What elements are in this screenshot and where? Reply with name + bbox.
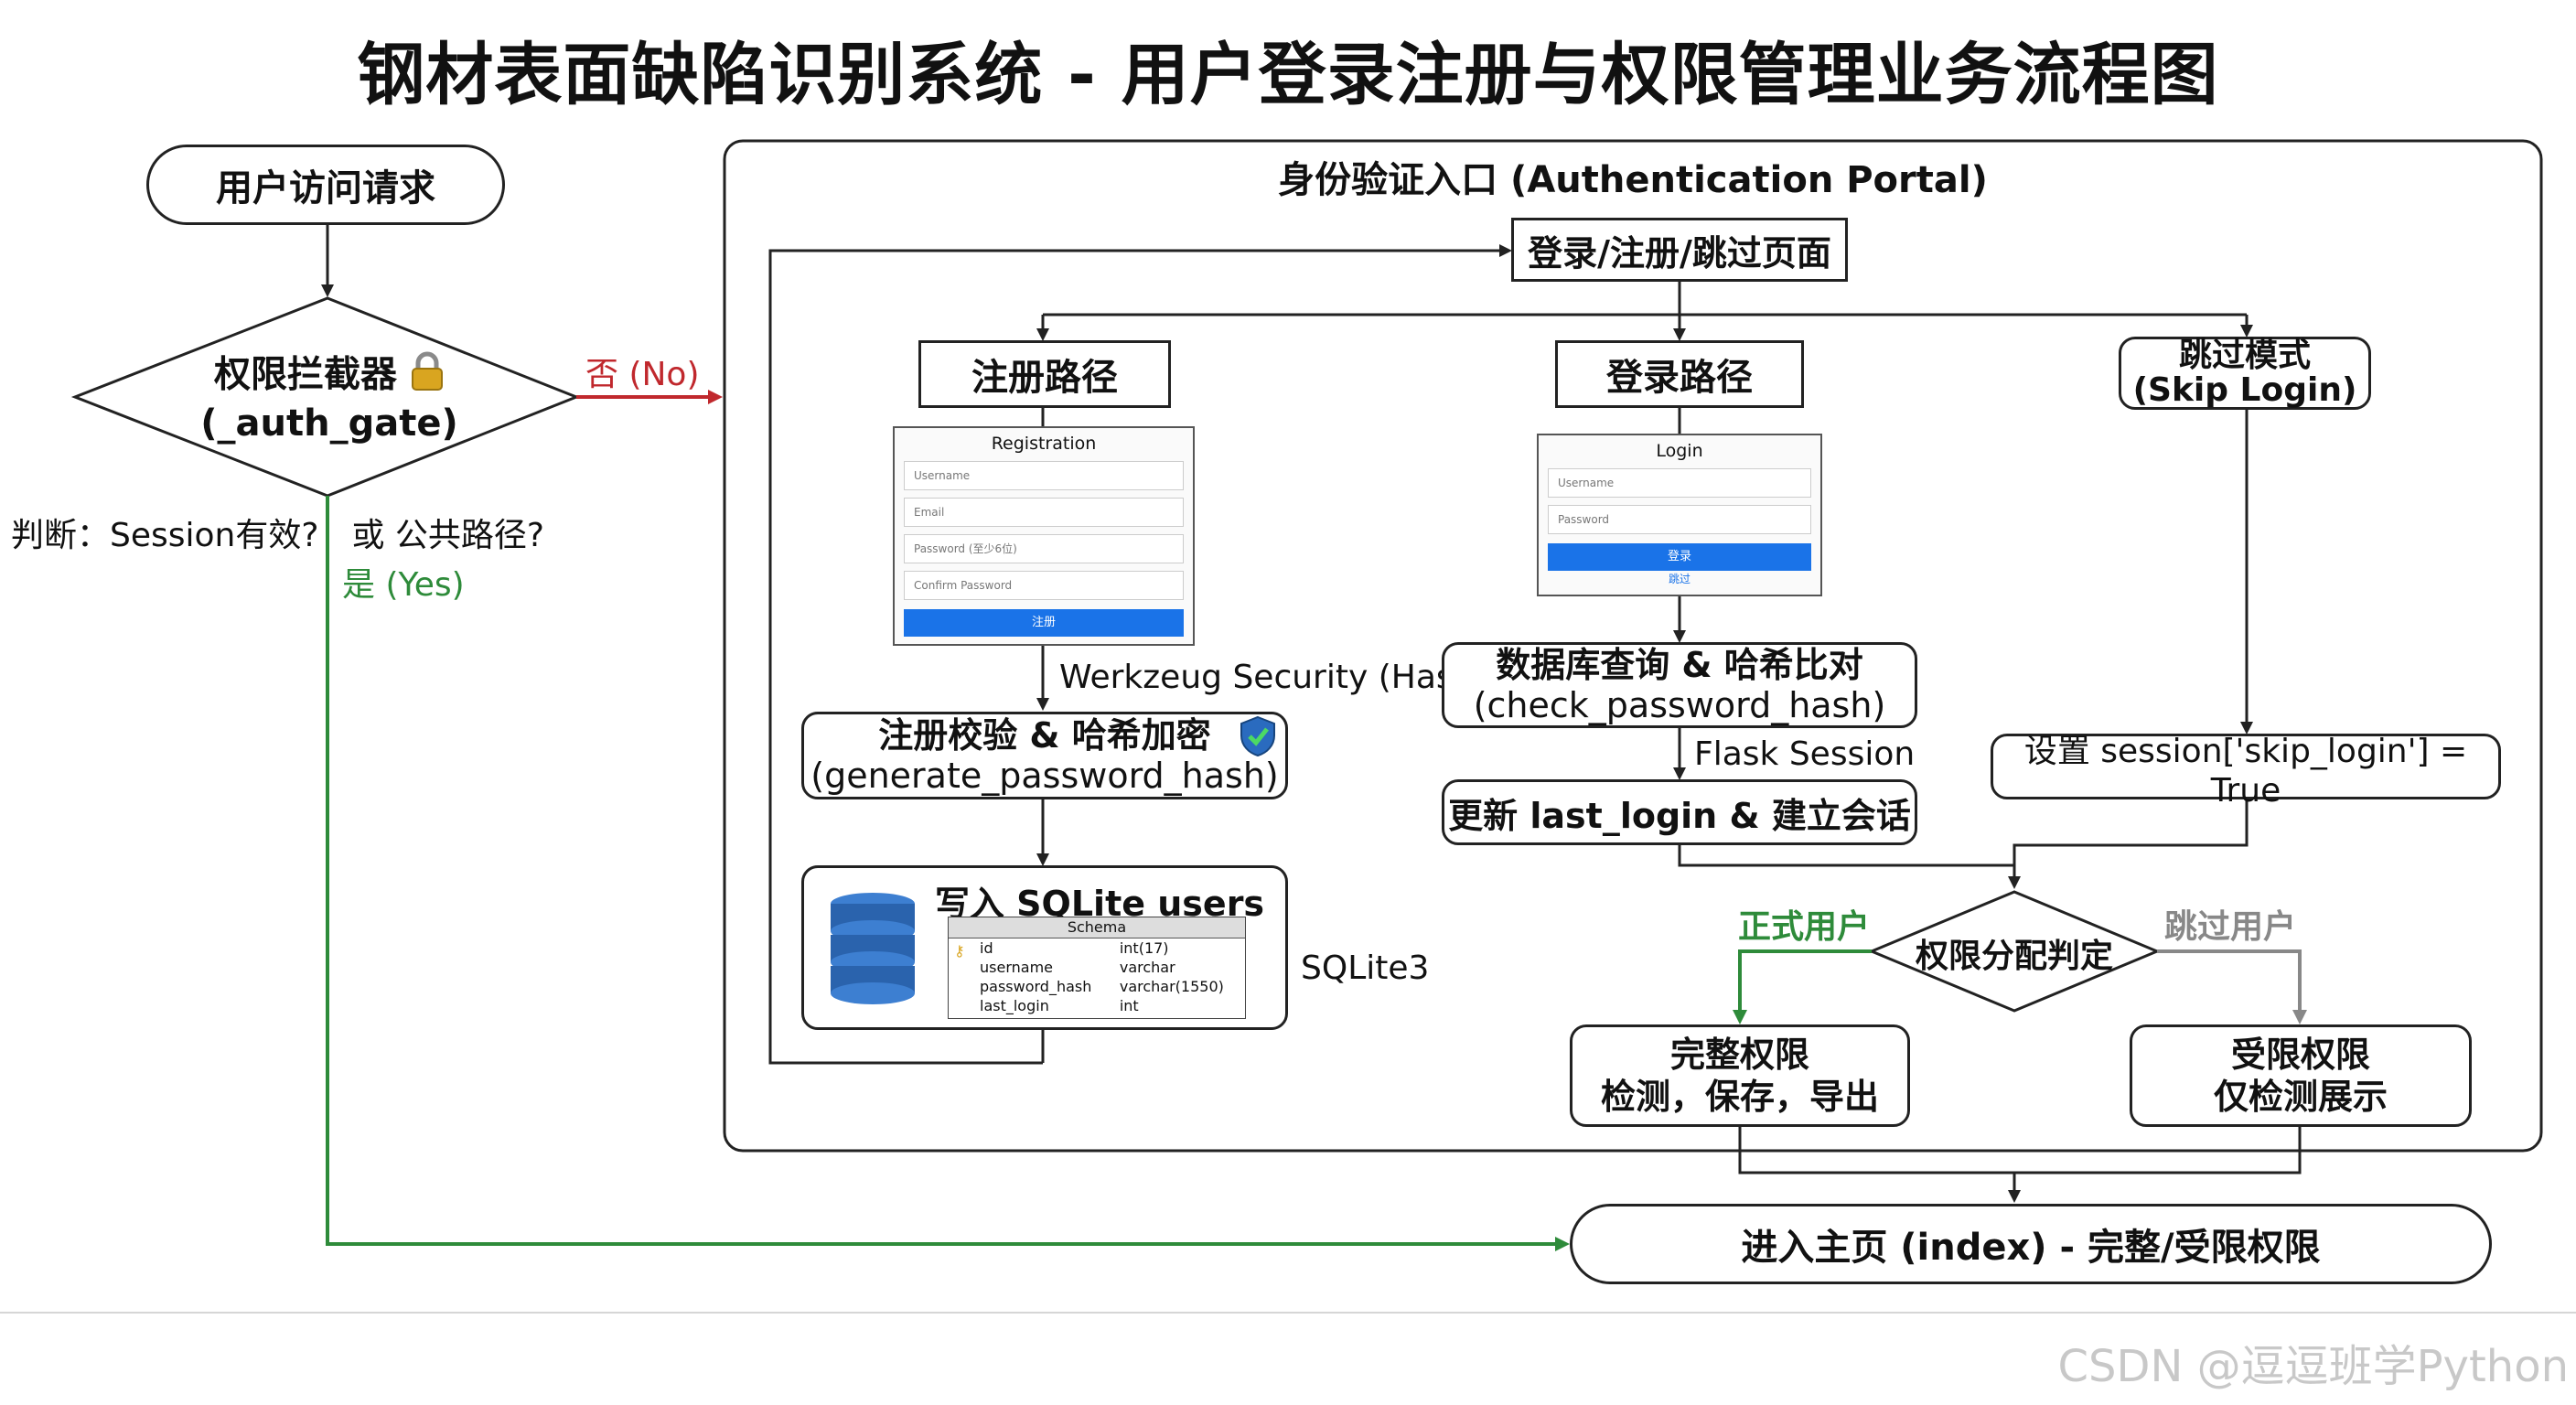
login-page-node: 登录/注册/跳过页面 — [1511, 218, 1848, 282]
skip-mode-node: 跳过模式 (Skip Login) — [2119, 337, 2371, 410]
limited-permission-node: 受限权限 仅检测展示 — [2130, 1024, 2472, 1127]
schema-row: password_hash varchar(1550) — [949, 977, 1245, 996]
skip-mode-title: 跳过模式 — [2178, 337, 2311, 374]
yes-label: 是 (Yes) — [342, 566, 465, 604]
schema-row: ⚷ id int(17) — [949, 938, 1245, 960]
skip-mode-subtitle: (Skip Login) — [2132, 371, 2357, 409]
assign-node: 权限分配判定 — [1915, 938, 2113, 975]
schema-col-name: last_login — [980, 997, 1049, 1014]
schema-col-type: int(17) — [1119, 939, 1169, 957]
schema-row: username varchar — [949, 958, 1245, 977]
werkzeug-label: Werkzeug Security (Hash) — [1059, 659, 1487, 696]
register-hash-node: 注册校验 & 哈希加密 (generate_password_hash) — [801, 712, 1288, 799]
diagram-title: 钢材表面缺陷识别系统 - 用户登录注册与权限管理业务流程图 — [357, 36, 2219, 114]
registration-submit-button: 注册 — [904, 609, 1184, 637]
key-icon: ⚷ — [954, 942, 965, 960]
login-path-node: 登录路径 — [1555, 340, 1804, 408]
full-permission-node: 完整权限 检测，保存，导出 — [1570, 1024, 1910, 1127]
login-path-text: 登录路径 — [1606, 357, 1753, 399]
portal-frame — [723, 139, 2543, 1153]
index-text: 进入主页 (index) - 完整/受限权限 — [1741, 1227, 2321, 1269]
limited-permission-title: 受限权限 — [2230, 1035, 2370, 1075]
registration-password-field: Password (至少6位) — [904, 534, 1184, 563]
judge-label: 判断：Session有效? 或 公共路径? — [11, 517, 545, 554]
formal-user-label: 正式用户 — [1738, 908, 1871, 946]
schema-row: last_login int — [949, 996, 1245, 1015]
watermark: CSDN @逗逗班学Python — [2057, 1341, 2570, 1392]
schema-col-type: int — [1119, 997, 1139, 1014]
register-path-node: 注册路径 — [918, 340, 1171, 408]
full-permission-detail: 检测，保存，导出 — [1600, 1077, 1879, 1117]
login-username-field: Username — [1548, 468, 1811, 498]
schema-table: Schema ⚷ id int(17) username varchar pas… — [948, 917, 1246, 1019]
registration-confirm-field: Confirm Password — [904, 571, 1184, 600]
schema-col-name: username — [980, 959, 1053, 976]
db-check-node: 数据库查询 & 哈希比对 (check_password_hash) — [1442, 642, 1917, 728]
db-check-title: 数据库查询 & 哈希比对 — [1496, 645, 1863, 685]
registration-username-field: Username — [904, 461, 1184, 490]
login-form-title: Login — [1656, 441, 1703, 461]
limited-permission-detail: 仅检测展示 — [2213, 1077, 2388, 1117]
user-request-node: 用户访问请求 — [146, 145, 505, 225]
auth-gate-title: 权限拦截器 — [214, 353, 398, 396]
login-form: Login Username Password 登录 跳过 — [1537, 434, 1822, 596]
login-page-text: 登录/注册/跳过页面 — [1528, 232, 1831, 273]
set-skip-node: 设置 session['skip_login'] = True — [1991, 733, 2501, 810]
registration-form: Registration Username Email Password (至少… — [893, 426, 1195, 646]
sqlite3-label: SQLite3 — [1301, 949, 1430, 987]
index-node: 进入主页 (index) - 完整/受限权限 — [1570, 1204, 2492, 1284]
update-session-text: 更新 last_login & 建立会话 — [1448, 795, 1911, 836]
flask-session-label: Flask Session — [1694, 735, 1916, 773]
portal-title: 身份验证入口 (Authentication Portal) — [1278, 159, 1988, 201]
footer-divider — [0, 1312, 2576, 1314]
schema-col-type: varchar — [1119, 959, 1175, 976]
database-icon — [827, 891, 918, 1008]
update-session-node: 更新 last_login & 建立会话 — [1442, 779, 1917, 845]
shield-icon — [1239, 715, 1277, 761]
set-skip-text: 设置 session['skip_login'] = True — [2023, 732, 2468, 810]
register-hash-subtitle: (generate_password_hash) — [810, 756, 1279, 796]
login-submit-button: 登录 — [1548, 543, 1811, 571]
user-request-text: 用户访问请求 — [216, 167, 435, 209]
registration-email-field: Email — [904, 498, 1184, 527]
auth-gate-node: 权限拦截器 (_auth_gate) — [183, 351, 476, 445]
schema-header: Schema — [949, 917, 1245, 938]
register-hash-title: 注册校验 & 哈希加密 — [878, 715, 1211, 756]
registration-form-title: Registration — [991, 434, 1097, 454]
schema-col-name: id — [980, 939, 993, 957]
lock-icon — [410, 351, 445, 402]
full-permission-title: 完整权限 — [1669, 1035, 1809, 1075]
schema-col-name: password_hash — [980, 978, 1092, 995]
db-check-subtitle: (check_password_hash) — [1473, 685, 1886, 725]
login-password-field: Password — [1548, 505, 1811, 534]
login-skip-link: 跳过 — [1668, 573, 1690, 585]
schema-col-type: varchar(1550) — [1119, 978, 1224, 995]
assign-diamond — [1868, 890, 2161, 1013]
register-path-text: 注册路径 — [971, 357, 1118, 399]
no-label: 否 (No) — [585, 356, 700, 393]
skip-user-label: 跳过用户 — [2164, 908, 2297, 946]
auth-gate-subtitle: (_auth_gate) — [200, 402, 458, 445]
